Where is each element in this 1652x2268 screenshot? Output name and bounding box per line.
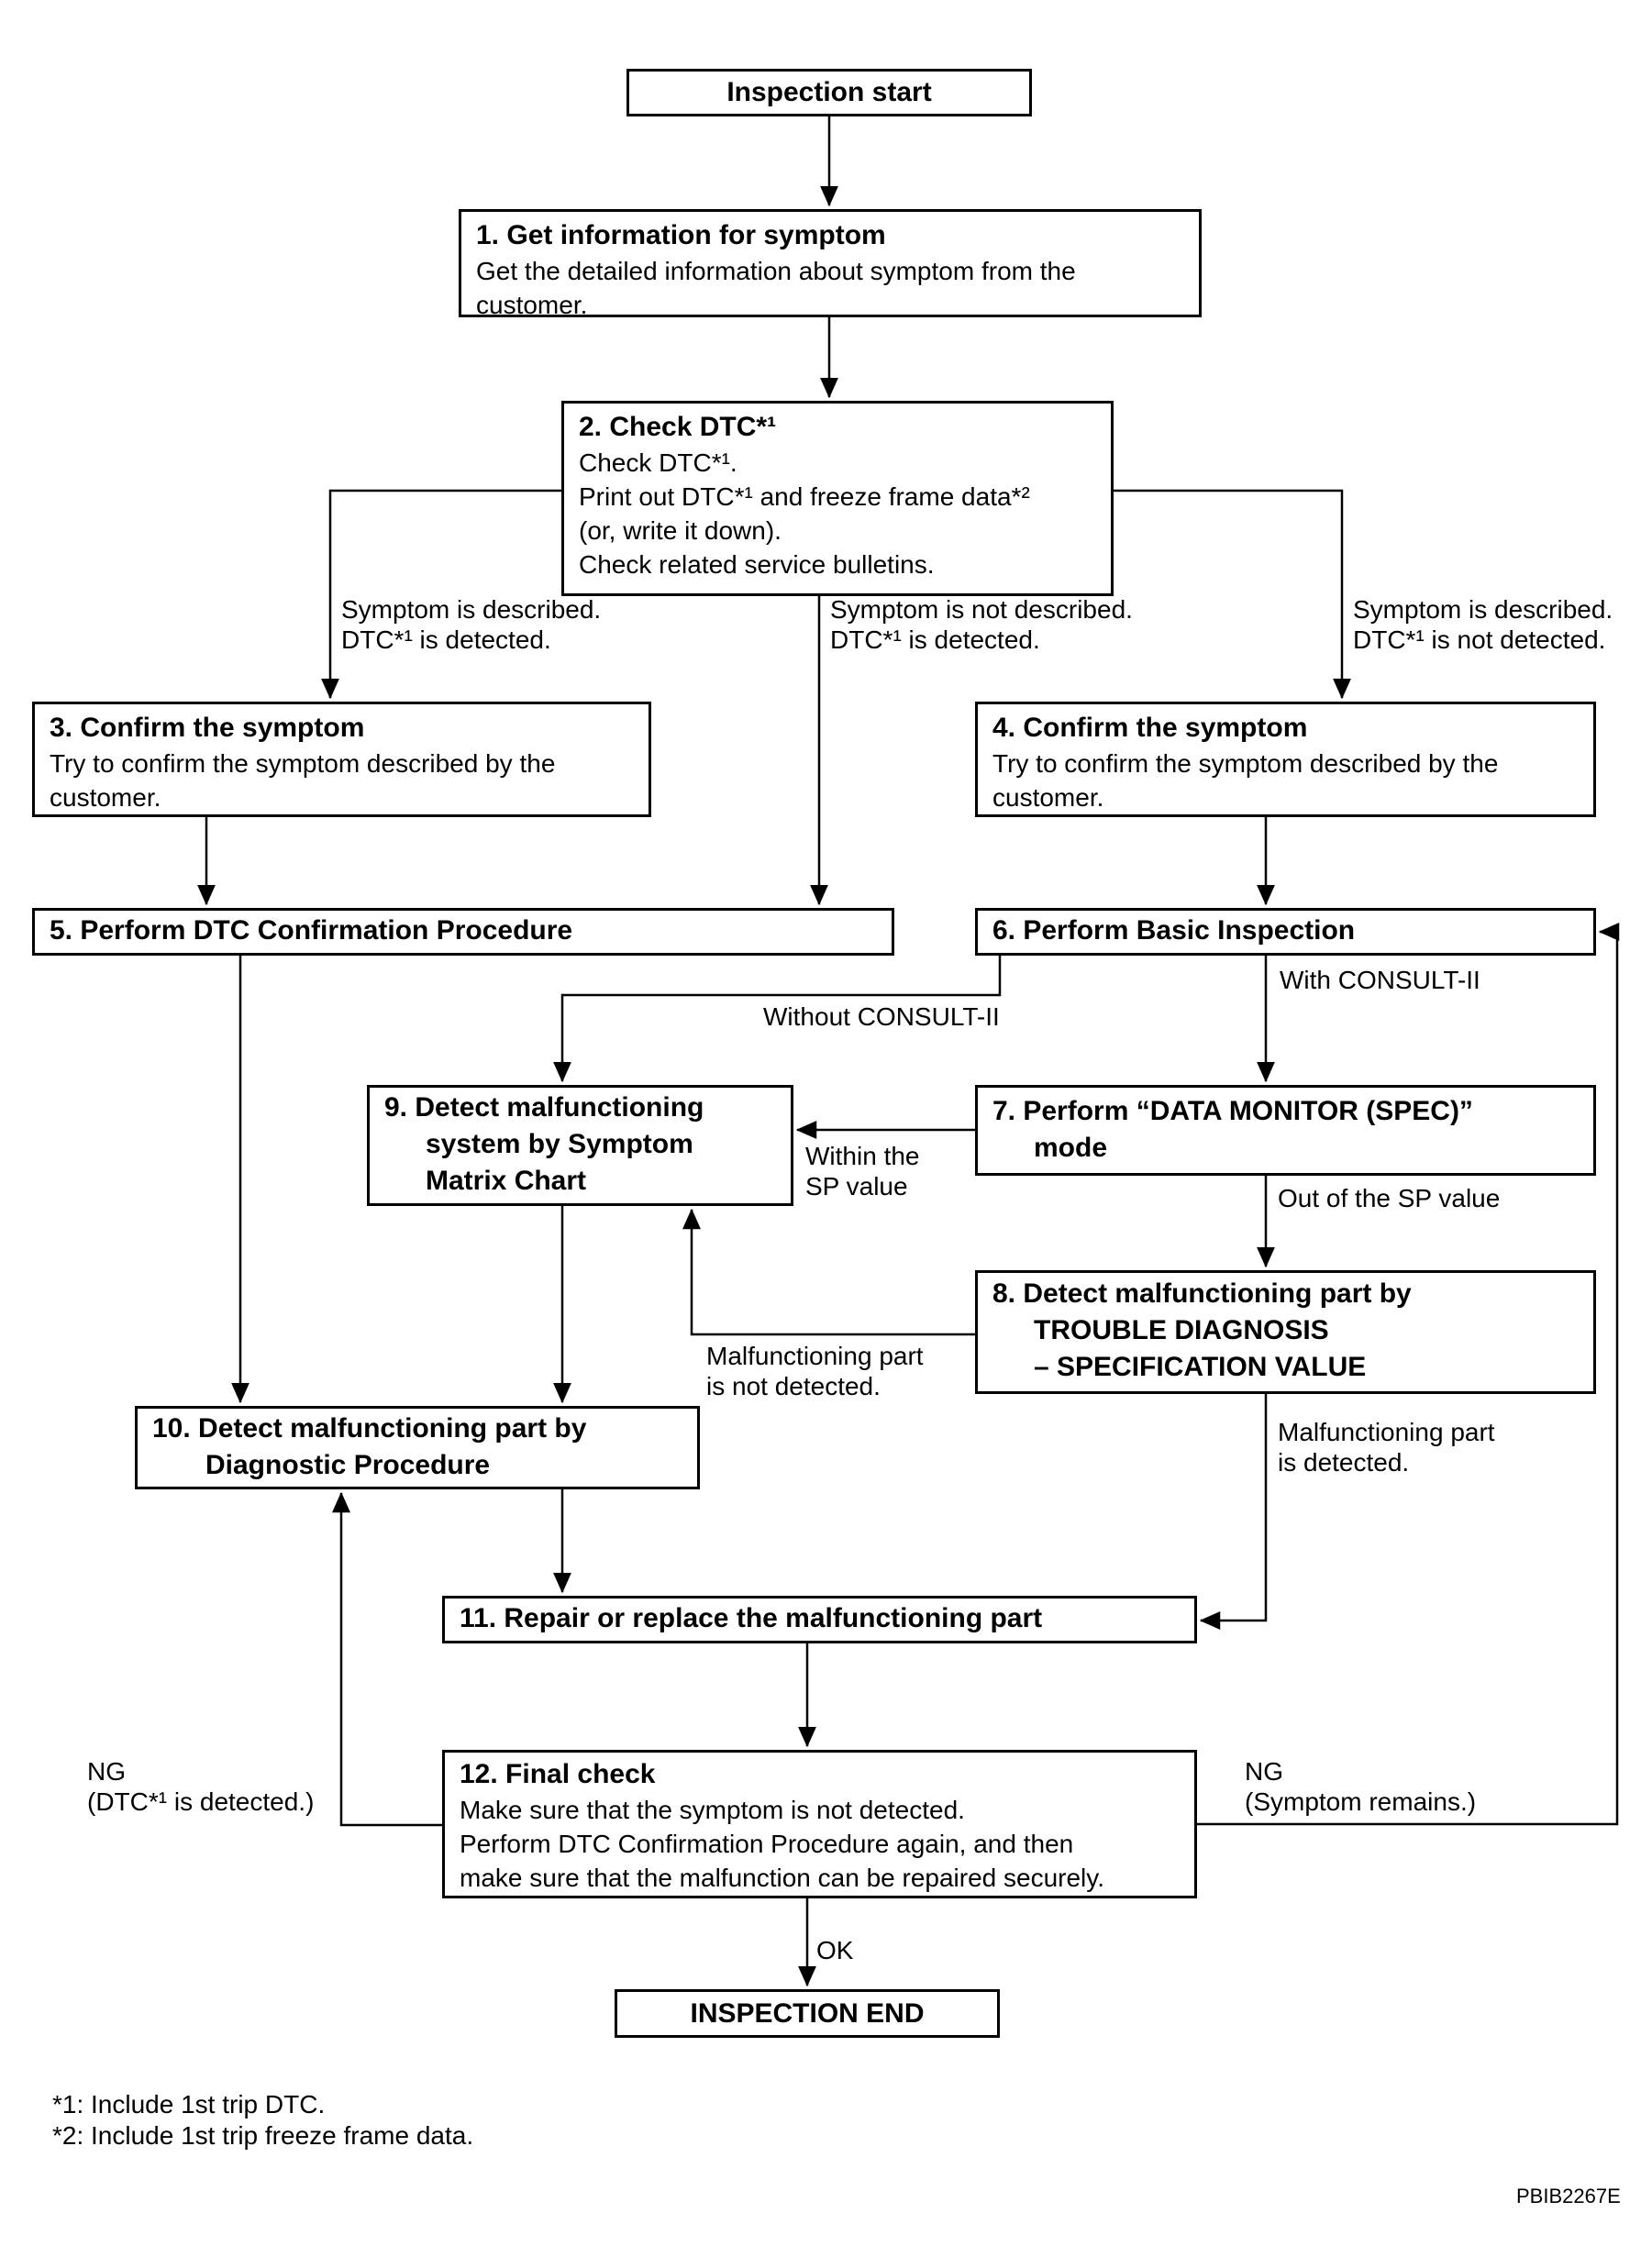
step-title-line: TROUBLE DIAGNOSIS [1034, 1315, 1329, 1345]
node-step-5: 5. Perform DTC Confirmation Procedure [32, 908, 894, 956]
step-title: 3. Confirm the symptom [50, 713, 365, 743]
step-body-line: Check related service bulletins. [579, 550, 935, 579]
node-step-1: 1. Get information for symptom Get the d… [459, 209, 1202, 319]
edge-label-line: NG [1245, 1757, 1283, 1786]
node-step-9: 9. Detect malfunctioning system by Sympt… [367, 1085, 793, 1206]
node-step-6: 6. Perform Basic Inspection [975, 908, 1596, 956]
step-title: 4. Confirm the symptom [992, 713, 1308, 743]
edge-label-line: (DTC*¹ is detected.) [87, 1787, 315, 1816]
node-step-11: 11. Repair or replace the malfunctioning… [442, 1596, 1197, 1643]
edge-label-part-not-detected: Malfunctioning part is not detected. [706, 1341, 924, 1401]
edge-label-line: Within the [805, 1142, 920, 1170]
step-body-line: Print out DTC*¹ and freeze frame data*² [579, 482, 1030, 511]
step-title-line: Matrix Chart [426, 1166, 587, 1196]
step-body-line: Make sure that the symptom is not detect… [460, 1796, 965, 1824]
step-title: 5. Perform DTC Confirmation Procedure [50, 915, 573, 946]
node-step-12: 12. Final check Make sure that the sympt… [442, 1750, 1197, 1898]
node-title: Inspection start [726, 77, 932, 107]
edge-label-branch-left: Symptom is described. DTC*¹ is detected. [341, 594, 601, 655]
node-step-2: 2. Check DTC*¹ Check DTC*¹. Print out DT… [561, 401, 1114, 596]
step-title-line: 7. Perform “DATA MONITOR (SPEC)” [992, 1096, 1473, 1126]
step-title-line: 9. Detect malfunctioning [384, 1092, 704, 1123]
step-body-line: customer. [476, 291, 588, 319]
footnote-1: *1: Include 1st trip DTC. [52, 2090, 326, 2119]
step-body-line: make sure that the malfunction can be re… [460, 1864, 1104, 1892]
node-step-8: 8. Detect malfunctioning part by TROUBLE… [975, 1270, 1596, 1394]
step-title-line: – SPECIFICATION VALUE [1034, 1352, 1367, 1382]
step-title: 2. Check DTC*¹ [579, 412, 777, 442]
edge-label-line: (Symptom remains.) [1245, 1787, 1477, 1816]
edge-label-with-consult: With CONSULT-II [1280, 966, 1480, 994]
step-title-line: Diagnostic Procedure [205, 1450, 491, 1480]
step-body-line: customer. [992, 783, 1104, 812]
edge-label-line: is not detected. [706, 1372, 881, 1400]
step-title-line: system by Symptom [426, 1129, 693, 1159]
edge-6-to-9-without-consult [553, 956, 1002, 1083]
edge-label-line: DTC*¹ is detected. [341, 625, 551, 654]
edge-label-line: DTC*¹ is not detected. [1353, 625, 1606, 654]
node-step-7: 7. Perform “DATA MONITOR (SPEC)” mode [975, 1085, 1596, 1176]
edge-label-line: Symptom is described. [341, 595, 602, 624]
edge-label-line: NG [87, 1757, 126, 1786]
step-body-line: Try to confirm the symptom described by … [992, 749, 1499, 778]
step-title: 1. Get information for symptom [476, 220, 886, 250]
step-body-line: Get the detailed information about sympt… [476, 257, 1076, 285]
step-body-line: (or, write it down). [579, 516, 782, 545]
step-body-line: Perform DTC Confirmation Procedure again… [460, 1830, 1074, 1858]
node-title: INSPECTION END [690, 1997, 925, 2029]
edge-label-within-sp: Within the SP value [805, 1141, 920, 1201]
edge-label-ng-symptom: NG (Symptom remains.) [1245, 1756, 1476, 1817]
node-step-4: 4. Confirm the symptom Try to confirm th… [975, 702, 1596, 817]
edge-label-line: Malfunctioning part [1278, 1418, 1495, 1446]
edge-label-without-consult: Without CONSULT-II [763, 1002, 1000, 1031]
edge-label-branch-middle: Symptom is not described. DTC*¹ is detec… [830, 594, 1133, 655]
edge-label-line: Symptom is not described. [830, 595, 1133, 624]
node-step-10: 10. Detect malfunctioning part by Diagno… [135, 1406, 700, 1489]
step-title: 12. Final check [460, 1759, 656, 1789]
step-title-line: mode [1034, 1133, 1108, 1163]
edge-label-line: is detected. [1278, 1448, 1410, 1477]
figure-code: PBIB2267E [1516, 2185, 1621, 2207]
edge-2-to-3 [321, 489, 561, 700]
edge-label-part-detected: Malfunctioning part is detected. [1278, 1417, 1495, 1477]
step-body-line: Try to confirm the symptom described by … [50, 749, 556, 778]
edge-label-line: SP value [805, 1172, 908, 1200]
edge-label-line: Symptom is described. [1353, 595, 1613, 624]
step-title: 6. Perform Basic Inspection [992, 915, 1356, 946]
step-title-line: 8. Detect malfunctioning part by [992, 1278, 1412, 1309]
edge-label-line: Malfunctioning part [706, 1342, 924, 1370]
edge-8-to-9-not-detected [682, 1208, 975, 1336]
node-inspection-end: INSPECTION END [615, 1989, 1000, 2038]
step-body-line: customer. [50, 783, 161, 812]
step-body-line: Check DTC*¹. [579, 448, 737, 477]
step-title-line: 10. Detect malfunctioning part by [152, 1413, 587, 1444]
step-title: 11. Repair or replace the malfunctioning… [460, 1603, 1043, 1633]
node-step-3: 3. Confirm the symptom Try to confirm th… [32, 702, 651, 817]
edge-label-line: DTC*¹ is detected. [830, 625, 1040, 654]
edge-label-ok: OK [816, 1936, 854, 1964]
edge-label-branch-right: Symptom is described. DTC*¹ is not detec… [1353, 594, 1613, 655]
edge-label-ng-dtc: NG (DTC*¹ is detected.) [87, 1756, 314, 1817]
edge-12-to-10-ng [332, 1491, 442, 1827]
edge-label-out-of-sp: Out of the SP value [1278, 1184, 1501, 1212]
edge-12-to-6-ng [1197, 923, 1620, 1826]
footnote-2: *2: Include 1st trip freeze frame data. [52, 2121, 474, 2150]
edge-2-to-4 [1114, 489, 1351, 700]
node-inspection-start: Inspection start [626, 69, 1032, 116]
edge-8-to-11-detected [1199, 1394, 1268, 1630]
